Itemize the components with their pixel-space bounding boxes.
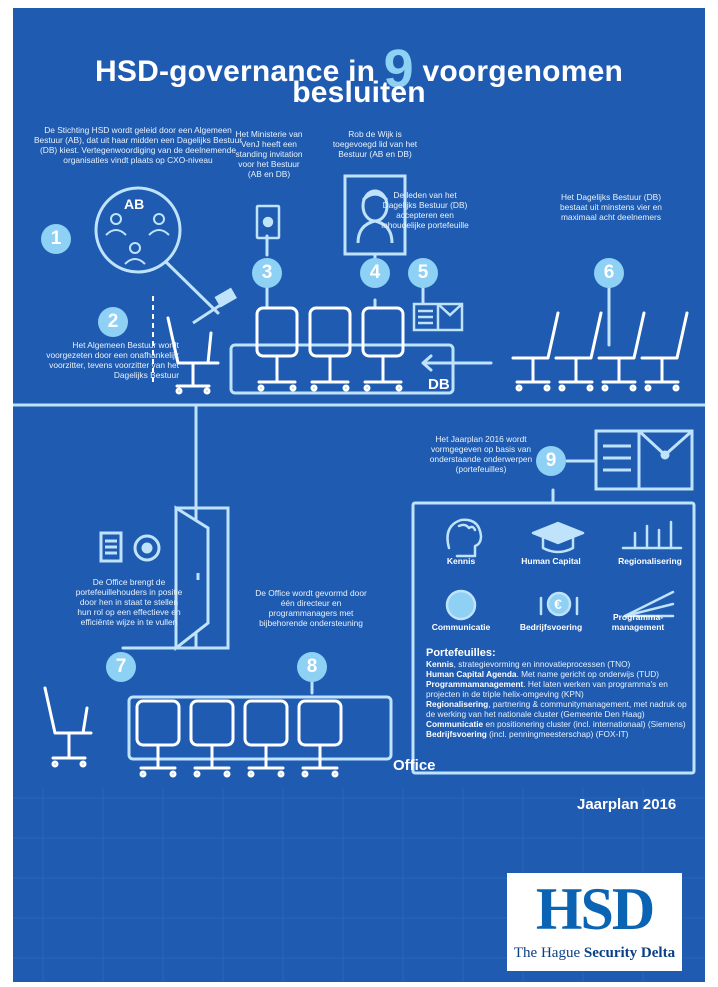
portefeuille-name: Regionalisering (426, 699, 489, 709)
infographic-poster: € HSD-governance in 9 voorgenomen beslui… (13, 8, 705, 982)
step-badge-3: 3 (252, 258, 282, 288)
step-badge-5: 5 (408, 258, 438, 288)
logo-subtitle-part: The Hague (513, 945, 584, 961)
portfolio-label-regionalisering: Regionalisering (618, 556, 682, 566)
poster-title: HSD-governance in 9 voorgenomen (13, 38, 705, 100)
portfolio-label-bedrijfsvoering: Bedrijfsvoering (519, 622, 583, 632)
portefeuille-name: Kennis (426, 659, 454, 669)
db-label: DB (428, 376, 450, 393)
step-badge-7: 7 (106, 652, 136, 682)
portefeuille-name: Communicatie (426, 719, 484, 729)
line-art: € (13, 174, 705, 778)
portefeuille-item: Programmamanagement. Het laten werken va… (426, 679, 691, 699)
step-6-text: Het Dagelijks Bestuur (DB) bestaat uit m… (560, 192, 662, 222)
portefeuille-item: Bedrijfsvoering (incl. penningmeestersch… (426, 729, 691, 739)
title-part: HSD-governance in (95, 55, 384, 88)
title-part: voorgenomen (413, 55, 623, 88)
portefeuille-name: Human Capital Agenda (426, 669, 517, 679)
portfolio-label-programma-management: Programma-management (611, 612, 665, 632)
portefeuille-desc: , strategievorming en innovatieprocessen… (453, 659, 631, 669)
ab-circle (94, 186, 182, 274)
portfolio-label-communicatie: Communicatie (431, 622, 491, 632)
step-8-text: De Office wordt gevormd door één directe… (255, 588, 367, 628)
logo-subtitle: The Hague Security Delta (507, 945, 682, 962)
logo-mark: HSD (535, 876, 655, 942)
svg-text:€: € (554, 596, 562, 612)
ab-label: AB (124, 196, 145, 212)
step-badge-2: 2 (98, 307, 128, 337)
step-5-text: De leden van het Dagelijks Bestuur (DB) … (381, 190, 469, 230)
portefeuille-item: Communicatie en positionering cluster (i… (426, 719, 691, 729)
step-badge-1: 1 (41, 224, 71, 254)
portfolio-label-kennis: Kennis (446, 556, 476, 566)
euro-icon (546, 591, 572, 617)
portefeuille-name: Bedrijfsvoering (426, 729, 487, 739)
portefeuille-desc: (incl. penningmeesterschap) (FOX-IT) (486, 729, 629, 739)
step-badge-6: 6 (594, 258, 624, 288)
portfolio-label-human-capital: Human Capital (521, 556, 581, 566)
portefeuille-desc: . Met name gericht op onderwijs (TUD) (516, 669, 659, 679)
step-1-text: De Stichting HSD wordt geleid door een A… (33, 125, 243, 165)
portefeuille-desc: . Het laten werken van programma's en pr… (426, 679, 668, 699)
step-9-text: Het Jaarplan 2016 wordt vormgegeven op b… (429, 434, 533, 474)
door-icon (174, 505, 230, 652)
portefeuille-desc: , partnering & communitymanagement, met … (426, 699, 687, 719)
step-3-text: Het Ministerie van VenJ heeft een standi… (235, 129, 303, 179)
office-label: Office (393, 757, 436, 774)
portefeuille-item: Regionalisering, partnering & communitym… (426, 699, 691, 719)
hsd-logo: HSD The Hague Security Delta (507, 873, 682, 971)
title-number: 9 (383, 39, 414, 99)
step-badge-4: 4 (360, 258, 390, 288)
portefeuille-item: Kennis, strategievorming en innovatiepro… (426, 659, 691, 669)
communication-icon (445, 589, 477, 621)
office-table (127, 695, 393, 761)
portefeuille-name: Programmamanagement (426, 679, 524, 689)
programme-icon (623, 590, 675, 618)
step-badge-9: 9 (536, 446, 566, 476)
portefeuille-desc: en positionering cluster (incl. internat… (483, 719, 686, 729)
jaarplan-label: Jaarplan 2016 (577, 796, 677, 813)
step-2-text: Het Algemeen Bestuur wordt voorgezeten d… (46, 340, 179, 380)
portefeuilles-list: Portefeuilles: Kennis, strategievorming … (426, 647, 691, 739)
step-4-text: Rob de Wijk is toegevoegd lid van het Be… (332, 129, 418, 159)
portefeuilles-heading: Portefeuilles: (426, 647, 496, 659)
step-badge-8: 8 (297, 652, 327, 682)
head-icon (446, 518, 483, 558)
poster-title-line2: besluiten (292, 76, 426, 109)
portefeuille-item: Human Capital Agenda. Met name gericht o… (426, 669, 691, 679)
graduation-cap-icon (531, 521, 585, 545)
step-7-text: De Office brengt de portefeuillehouders … (75, 577, 183, 627)
db-table (229, 343, 455, 395)
logo-subtitle-bold: Security Delta (583, 945, 676, 961)
